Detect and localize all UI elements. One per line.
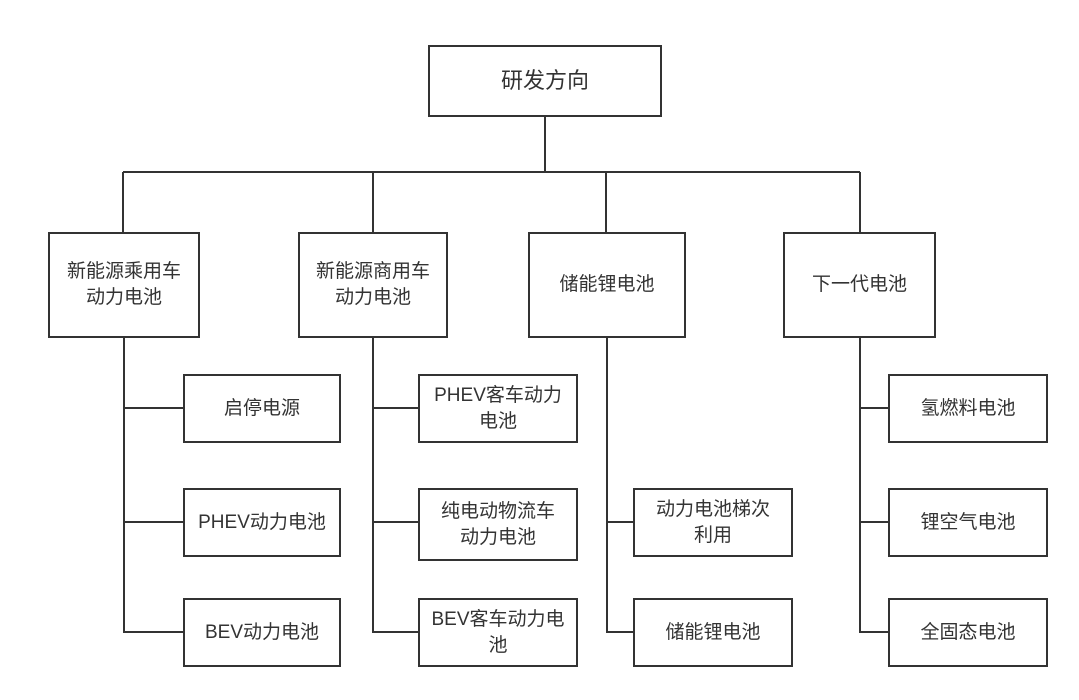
node-leaf-bev-bus-battery[interactable]: BEV客车动力电 池 [418,598,578,667]
node-leaf-phev-bus-battery[interactable]: PHEV客车动力 电池 [418,374,578,443]
node-label: BEV客车动力电 池 [431,608,565,656]
node-leaf-storage-lithium-battery[interactable]: 储能锂电池 [633,598,793,667]
node-label: 储能锂电池 [559,274,655,296]
node-leaf-phev-power-battery[interactable]: PHEV动力电池 [183,488,341,557]
node-label: BEV动力电池 [204,621,320,643]
node-label: PHEV动力电池 [198,511,326,533]
node-label: 全固态电池 [920,621,1016,643]
node-branch-commercial-ev-battery[interactable]: 新能源商用车 动力电池 [298,232,448,338]
node-leaf-hydrogen-fuel-cell[interactable]: 氢燃料电池 [888,374,1048,443]
node-label: PHEV客车动力 电池 [434,384,562,432]
node-label: 新能源商用车 动力电池 [315,261,430,308]
node-leaf-pure-ev-logistics-battery[interactable]: 纯电动物流车 动力电池 [418,488,578,561]
node-root[interactable]: 研发方向 [428,45,662,117]
node-leaf-battery-echelon-use[interactable]: 动力电池梯次 利用 [633,488,793,557]
node-label: 纯电动物流车 动力电池 [440,500,555,548]
node-branch-next-gen-battery[interactable]: 下一代电池 [783,232,936,338]
node-root-label: 研发方向 [500,68,589,94]
node-label: 新能源乘用车 动力电池 [66,261,181,308]
node-leaf-start-stop-power[interactable]: 启停电源 [183,374,341,443]
node-label: 启停电源 [223,397,300,419]
node-label: 下一代电池 [811,274,907,296]
node-branch-energy-storage-battery[interactable]: 储能锂电池 [528,232,686,338]
node-branch-passenger-ev-battery[interactable]: 新能源乘用车 动力电池 [48,232,200,338]
node-label: 锂空气电池 [920,511,1016,533]
node-leaf-lithium-air-battery[interactable]: 锂空气电池 [888,488,1048,557]
node-leaf-bev-power-battery[interactable]: BEV动力电池 [183,598,341,667]
node-label: 储能锂电池 [665,621,761,643]
node-leaf-all-solid-state-battery[interactable]: 全固态电池 [888,598,1048,667]
node-label: 动力电池梯次 利用 [655,498,770,546]
node-label: 氢燃料电池 [920,397,1016,419]
